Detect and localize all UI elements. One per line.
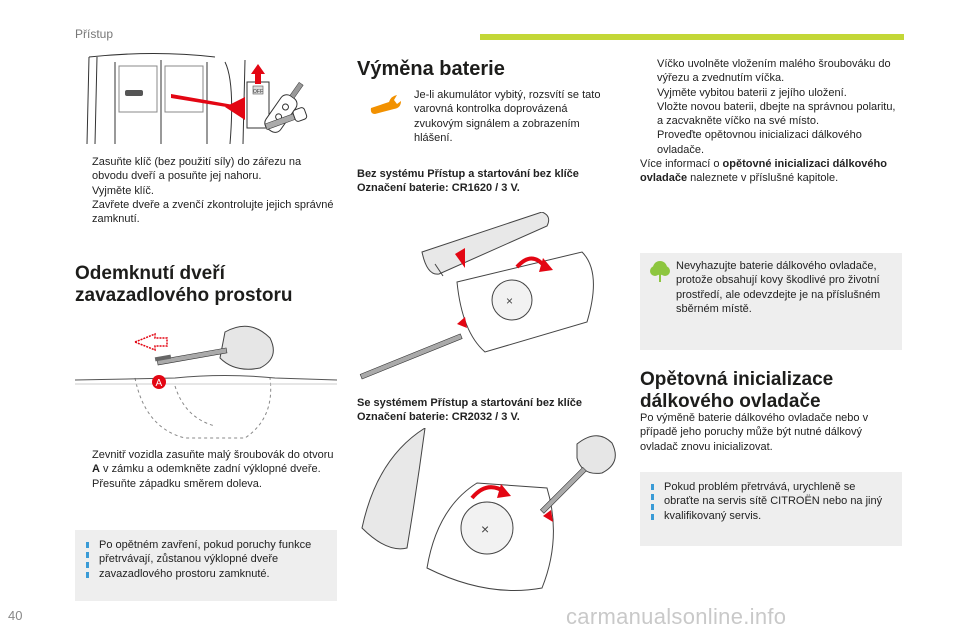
trunk-note-text: Po opětném zavření, pokud poruchy funkce… xyxy=(99,539,312,580)
header-accent-bar xyxy=(480,34,904,40)
wrench-icon xyxy=(370,95,401,114)
key-fob-cr1620-illustration: × xyxy=(359,212,594,380)
service-note-text: Pokud problém přetrvává, urychleně se ob… xyxy=(664,481,883,522)
list-item: Víčko uvolněte vložením malého šroubovák… xyxy=(657,58,891,85)
lock-steps-list: Zasuňte klíč (bez použití síly) do zářez… xyxy=(75,155,337,226)
trunk-lock-illustration: A xyxy=(75,325,337,439)
trunk-steps-list: Zevnitř vozidla zasuňte malý šroubovák d… xyxy=(75,448,337,491)
reinit-paragraph: Po výměně baterie dálkového ovladače neb… xyxy=(640,412,869,453)
page-number: 40 xyxy=(8,608,23,623)
key-fob-cr2032-illustration: × xyxy=(361,428,616,591)
list-item: Přesuňte západku směrem doleva. xyxy=(92,477,262,490)
svg-text:×: × xyxy=(506,294,513,308)
warning-text: Je-li akumulátor vybitý, rozsvítí se tat… xyxy=(414,89,601,144)
heading-remote-reinit: Opětovná inicializace dálkového ovladače xyxy=(640,369,834,412)
list-item: Zavřete dveře a zvenčí zkontrolujte jeji… xyxy=(92,198,334,226)
heading-trunk-unlock: Odemknutí dveří zavazadlového prostoru xyxy=(75,263,293,306)
label-a: A xyxy=(156,378,163,389)
list-item: Zasuňte klíč (bez použití síly) do zářez… xyxy=(92,156,302,183)
list-item: Vložte novou baterii, dbejte na správnou… xyxy=(657,100,896,128)
more-info-text: Více informací o opětovné inicializaci d… xyxy=(640,158,887,185)
section-title: Přístup xyxy=(75,27,114,41)
heading-battery-replacement: Výměna baterie xyxy=(357,58,505,80)
battery-steps-list: Víčko uvolněte vložením malého šroubovák… xyxy=(640,57,902,157)
footer-watermark: carmanualsonline.info xyxy=(566,604,787,629)
tree-icon xyxy=(650,261,670,282)
trunk-note-box: Po opětném zavření, pokud poruchy funkce… xyxy=(75,530,337,601)
info-icon xyxy=(651,484,657,520)
van-rear-illustration: OFF xyxy=(86,53,308,145)
svg-text:OFF: OFF xyxy=(253,89,263,95)
list-item: Vyjměte vybitou baterii z jejího uložení… xyxy=(657,86,847,99)
case1-title: Bez systému Přístup a startování bez klí… xyxy=(357,168,579,195)
list-item: Proveďte opětovnou inicializaci dálkovéh… xyxy=(657,129,862,156)
case2-title: Se systémem Přístup a startování bez klí… xyxy=(357,397,582,424)
eco-note-box: Nevyhazujte baterie dálkového ovladače, … xyxy=(640,253,902,350)
list-item: Vyjměte klíč. xyxy=(92,184,154,197)
svg-text:×: × xyxy=(481,521,489,537)
service-note-box: Pokud problém přetrvává, urychleně se ob… xyxy=(640,472,902,546)
list-item: Zevnitř vozidla zasuňte malý šroubovák d… xyxy=(92,449,334,476)
eco-note-text: Nevyhazujte baterie dálkového ovladače, … xyxy=(676,260,881,315)
info-icon xyxy=(86,542,92,578)
